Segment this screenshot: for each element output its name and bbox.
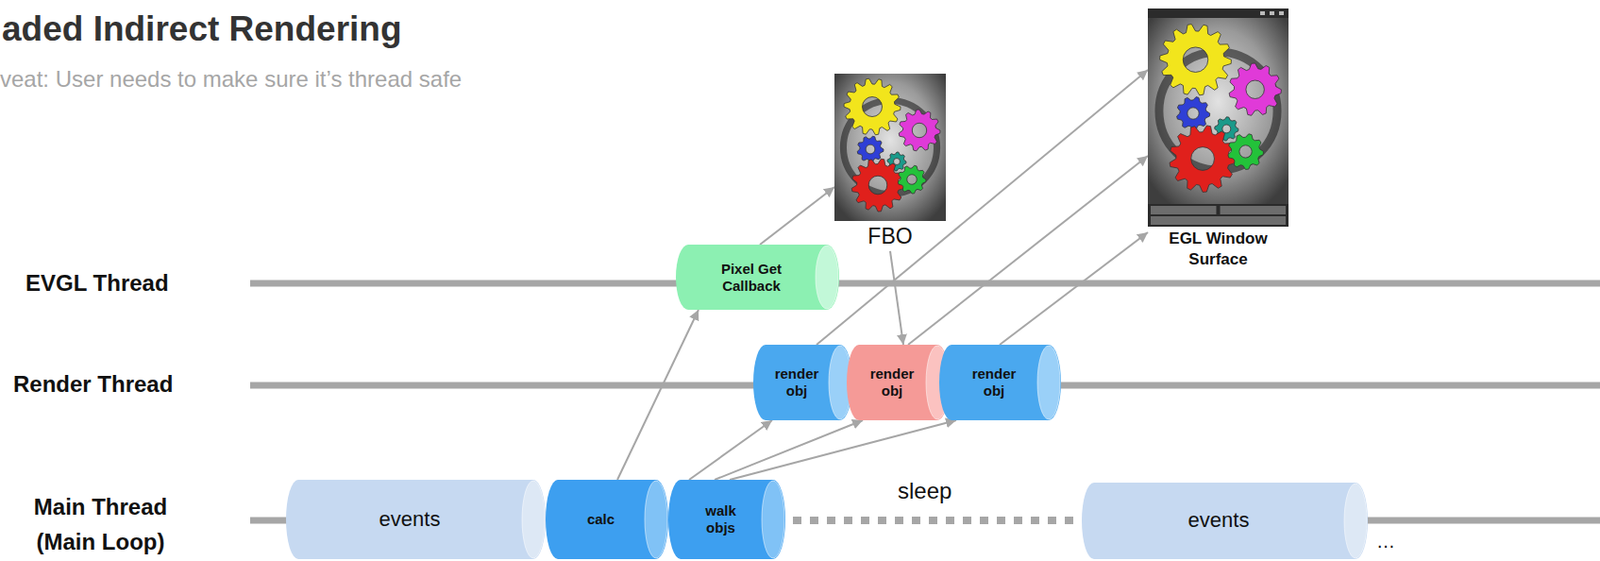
flow-arrow	[617, 309, 699, 480]
thread-label: Main Thread (Main Loop)	[3, 488, 198, 559]
node-text: render obj	[965, 365, 1023, 400]
events-cylinder: events	[286, 479, 546, 559]
subtitle: veat: User needs to make sure it’s threa…	[0, 66, 462, 93]
node-text: render obj	[768, 365, 826, 400]
events-cylinder: events	[1081, 482, 1368, 559]
render-cylinder: render obj	[753, 344, 853, 421]
flow-arrow	[689, 420, 773, 480]
render-cylinder: render obj	[846, 344, 950, 421]
slide-title: aded Indirect Rendering	[1, 9, 403, 50]
node-text: events	[1188, 507, 1250, 533]
flow-arrow	[999, 232, 1148, 345]
gears-screenshot	[1147, 8, 1289, 227]
sleep-dashes	[792, 516, 1077, 524]
thread-label: Render Thread	[13, 370, 173, 398]
node-text: events	[379, 506, 441, 532]
node-text: Pixel Get Callback	[707, 260, 795, 295]
window-surface-image: EGL Window Surface	[1147, 8, 1289, 270]
flow-arrow	[759, 186, 835, 245]
render-cylinder: render obj	[939, 344, 1062, 421]
image-caption: EGL Window Surface	[1147, 226, 1289, 270]
ellipsis: …	[1376, 530, 1396, 553]
flow-arrow	[729, 420, 957, 480]
fbo-image: FBO	[834, 73, 946, 252]
thread-label: EVGL Thread	[25, 269, 169, 297]
gears-screenshot	[834, 73, 946, 221]
image-caption: FBO	[834, 220, 946, 252]
sleep-label: sleep	[897, 477, 952, 505]
walk-cylinder: walk objs	[668, 479, 786, 559]
flow-arrow	[890, 251, 904, 345]
callback-cylinder: Pixel Get Callback	[675, 244, 840, 310]
node-text: walk objs	[697, 502, 745, 537]
node-text: render obj	[863, 365, 921, 400]
flow-arrow	[816, 69, 1148, 345]
calc-cylinder: calc	[545, 479, 669, 559]
thread-line	[250, 280, 1600, 287]
node-text: calc	[587, 510, 615, 528]
